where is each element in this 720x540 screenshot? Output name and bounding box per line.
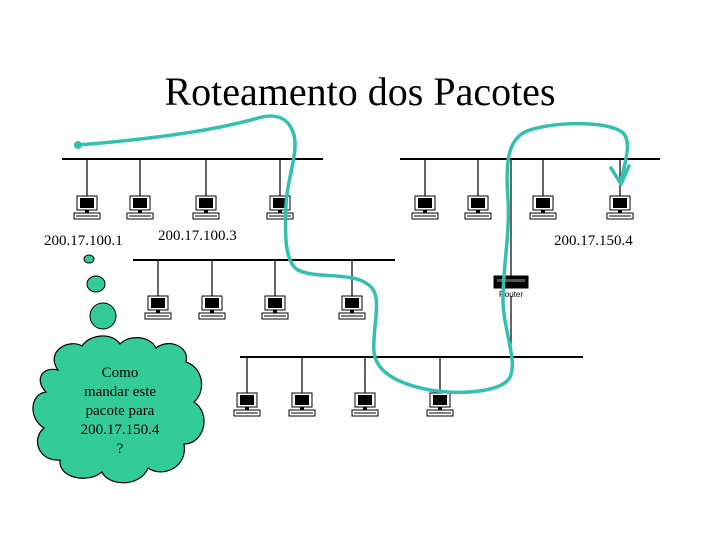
thought-dot-medium <box>86 275 106 293</box>
host-ip-label: 200.17.150.4 <box>554 233 633 249</box>
computer-icon <box>198 295 226 320</box>
thought-line: Como <box>101 365 139 381</box>
computer-icon <box>192 195 220 220</box>
computer-icon <box>338 295 366 320</box>
slide-title: Roteamento dos Pacotes <box>164 69 556 114</box>
computer-icon <box>261 295 289 320</box>
computer-icon <box>411 195 439 220</box>
route-arrowhead <box>609 164 631 186</box>
computer-icon <box>529 195 557 220</box>
router-label: Router <box>499 290 523 299</box>
computer-icon <box>73 195 101 220</box>
thought-bubble-text: Como mandar este pacote para 200.17.150.… <box>52 364 188 459</box>
computer-icon <box>351 392 379 417</box>
thought-line: 200.17.150.4 <box>80 422 160 438</box>
packet-route <box>76 114 630 395</box>
thought-dot-large <box>89 302 117 330</box>
thought-cloud <box>32 335 205 484</box>
computer-icon <box>126 195 154 220</box>
thought-line: ? <box>116 441 124 457</box>
computer-icon <box>606 195 634 220</box>
computer-icon <box>426 392 454 417</box>
thought-line: pacote para <box>85 403 155 419</box>
computer-icon <box>266 195 294 220</box>
computer-icon <box>144 295 172 320</box>
thought-dot-small <box>83 254 95 264</box>
router-icon: Router <box>493 275 529 299</box>
computer-icon <box>464 195 492 220</box>
route-start-dot <box>74 141 82 149</box>
computer-icon <box>233 392 261 417</box>
host-ip-label: 200.17.100.1 <box>44 233 123 249</box>
host-ip-label: 200.17.100.3 <box>158 228 237 244</box>
computer-icon <box>288 392 316 417</box>
thought-line: mandar este <box>83 384 157 400</box>
